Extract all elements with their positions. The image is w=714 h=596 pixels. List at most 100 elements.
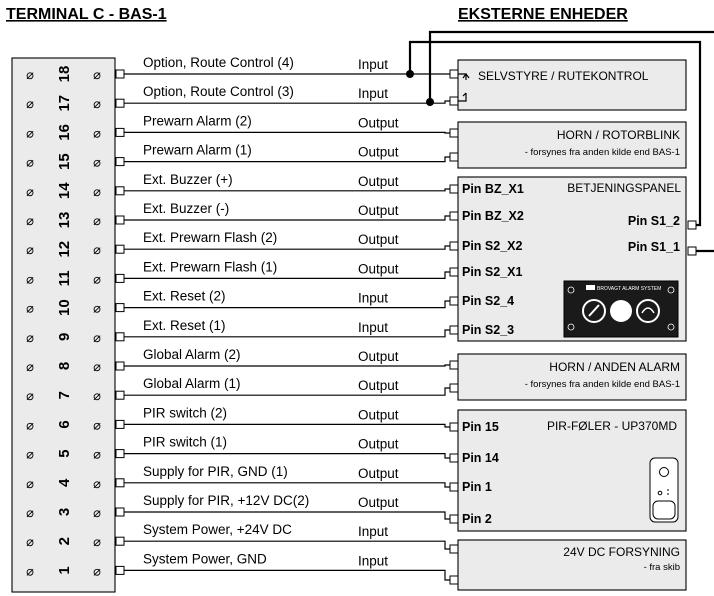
terminal-number: 15 bbox=[56, 153, 73, 170]
terminal-screw-left: ⌀ bbox=[26, 96, 34, 111]
signal-wire bbox=[124, 271, 450, 279]
terminal-connector bbox=[115, 127, 125, 137]
device-connector bbox=[449, 544, 459, 554]
signal-wire bbox=[124, 364, 450, 367]
pir-title: PIR-FØLER - UP370MD bbox=[547, 419, 677, 433]
terminal-number: 10 bbox=[56, 299, 73, 316]
terminal-number: 4 bbox=[56, 478, 73, 487]
terminal-screw-right: ⌀ bbox=[93, 417, 101, 432]
signal-wire bbox=[124, 100, 450, 104]
terminal-connector bbox=[115, 98, 125, 108]
power-supply-device: 24V DC FORSYNING - fra skib bbox=[457, 539, 687, 591]
panel-pin-s2-4: Pin S2_4 bbox=[462, 294, 514, 308]
panel-illustration: BROVAGT ALARM SYSTEM bbox=[563, 280, 679, 338]
cap-s1-1 bbox=[687, 246, 697, 256]
horn-alarm-subtitle: - forsynes fra anden kilde end BAS-1 bbox=[525, 379, 680, 390]
terminal-number: 17 bbox=[56, 95, 73, 112]
cap-s1-2 bbox=[687, 220, 697, 230]
signal-direction: Output bbox=[358, 407, 399, 422]
external-devices-header: EKSTERNE ENHEDER bbox=[458, 6, 628, 23]
terminal-connector bbox=[115, 361, 125, 371]
terminal-screw-right: ⌀ bbox=[93, 534, 101, 549]
signal-direction: Output bbox=[358, 232, 399, 247]
terminal-screw-right: ⌀ bbox=[93, 447, 101, 462]
signal-label: Ext. Prewarn Flash (1) bbox=[143, 259, 277, 274]
horn-alarm-title: HORN / ANDEN ALARM bbox=[549, 360, 680, 374]
signal-direction: Input bbox=[358, 320, 388, 335]
loop-wires bbox=[406, 30, 714, 256]
route-control-title: SELVSTYRE / RUTEKONTROL bbox=[478, 69, 649, 83]
panel-pin-s2-x2: Pin S2_X2 bbox=[462, 239, 522, 253]
signal-wire bbox=[124, 569, 450, 581]
terminal-screw-right: ⌀ bbox=[93, 359, 101, 374]
terminal-screw-right: ⌀ bbox=[93, 301, 101, 316]
signal-label: Option, Route Control (3) bbox=[143, 84, 294, 99]
terminal-number: 3 bbox=[56, 508, 73, 516]
terminal-screw-right: ⌀ bbox=[93, 242, 101, 257]
terminal-number: 18 bbox=[56, 66, 73, 83]
junction-dot-18 bbox=[406, 70, 414, 78]
terminal-screw-right: ⌀ bbox=[93, 330, 101, 345]
terminal-screw-right: ⌀ bbox=[93, 476, 101, 491]
terminal-screw-right: ⌀ bbox=[93, 563, 101, 578]
horn-rotor-title: HORN / ROTORBLINK bbox=[557, 128, 680, 142]
pir-pin-1: Pin 1 bbox=[462, 480, 492, 494]
device-connector bbox=[449, 241, 459, 251]
terminal-connector bbox=[115, 186, 125, 196]
signal-label: System Power, GND bbox=[143, 551, 267, 566]
panel-pin-s1-1: Pin S1_1 bbox=[628, 240, 680, 254]
signal-wire bbox=[124, 156, 450, 163]
junction-dot-17 bbox=[426, 98, 434, 106]
panel-pin-s1-2: Pin S1_2 bbox=[628, 214, 680, 228]
device-connector bbox=[449, 184, 459, 194]
signal-wire bbox=[124, 482, 450, 488]
signal-direction: Output bbox=[358, 174, 399, 189]
signal-label: Prewarn Alarm (1) bbox=[143, 143, 252, 158]
terminal-connector bbox=[115, 303, 125, 313]
signal-direction: Output bbox=[358, 437, 399, 452]
signal-label: Prewarn Alarm (2) bbox=[143, 113, 252, 128]
pir-pin-14: Pin 14 bbox=[462, 451, 499, 465]
panel-pin-bz-x1: Pin BZ_X1 bbox=[462, 182, 524, 196]
terminal-screw-left: ⌀ bbox=[26, 155, 34, 170]
signal-direction: Output bbox=[358, 115, 399, 130]
power-title: 24V DC FORSYNING bbox=[563, 545, 680, 559]
signal-direction: Input bbox=[358, 524, 388, 539]
horn-other-alarm-device: HORN / ANDEN ALARM - forsynes fra anden … bbox=[457, 353, 687, 401]
device-connector bbox=[449, 360, 459, 370]
terminal-header: TERMINAL C - BAS-1 bbox=[6, 6, 167, 23]
terminal-connector bbox=[115, 478, 125, 488]
terminal-strip bbox=[11, 57, 116, 593]
device-connector bbox=[449, 453, 459, 463]
terminal-screw-left: ⌀ bbox=[26, 67, 34, 82]
terminal-connector bbox=[115, 390, 125, 400]
terminal-screw-left: ⌀ bbox=[26, 417, 34, 432]
signal-direction: Input bbox=[358, 86, 388, 101]
signal-direction: Output bbox=[358, 145, 399, 160]
terminal-screw-left: ⌀ bbox=[26, 476, 34, 491]
terminal-screw-right: ⌀ bbox=[93, 155, 101, 170]
terminal-connector bbox=[115, 507, 125, 517]
terminal-screw-left: ⌀ bbox=[26, 447, 34, 462]
signal-direction: Output bbox=[358, 261, 399, 276]
terminal-connector bbox=[115, 69, 125, 79]
signal-label: Supply for PIR, GND (1) bbox=[143, 464, 288, 479]
signal-direction: Input bbox=[358, 291, 388, 306]
signal-direction: Input bbox=[358, 553, 388, 568]
terminal-screw-right: ⌀ bbox=[93, 505, 101, 520]
contact-arrow bbox=[462, 73, 470, 79]
horn-rotorblink-device: HORN / ROTORBLINK - forsynes fra anden k… bbox=[457, 121, 687, 169]
contact-tick bbox=[462, 92, 467, 97]
terminal-number: 16 bbox=[56, 124, 73, 141]
device-connector bbox=[449, 325, 459, 335]
pir-illustration bbox=[649, 457, 679, 523]
terminal-screw-left: ⌀ bbox=[26, 125, 34, 140]
device-connector bbox=[449, 482, 459, 492]
terminal-screw-right: ⌀ bbox=[93, 184, 101, 199]
loop-wire-outer bbox=[428, 30, 714, 102]
signal-wire bbox=[124, 540, 450, 550]
terminal-number: 6 bbox=[56, 420, 73, 428]
power-subtitle: - fra skib bbox=[644, 562, 680, 573]
